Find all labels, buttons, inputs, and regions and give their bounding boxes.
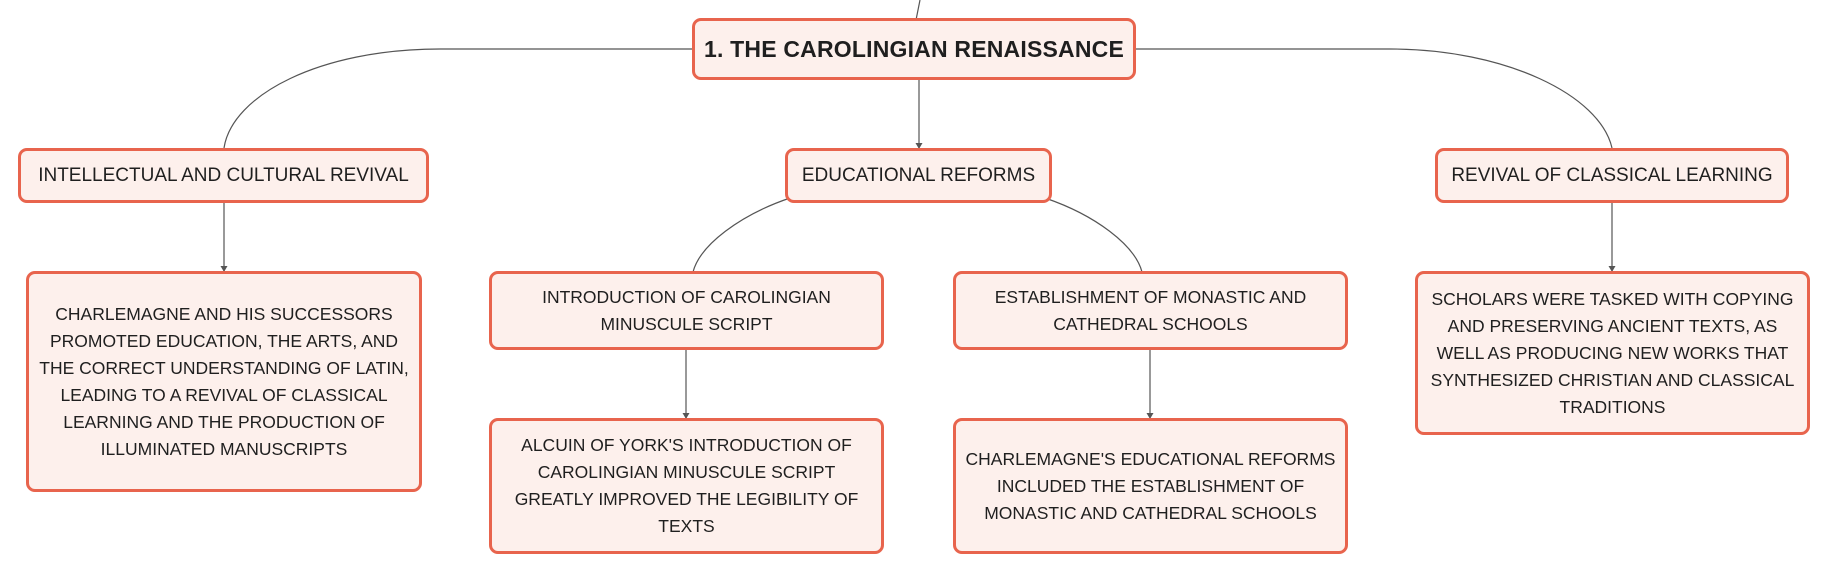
connector-center-sub1 (692, 197, 791, 273)
topic-label: EDUCATIONAL REFORMS (801, 164, 1036, 186)
detail-carolingian-minuscule[interactable]: ALCUIN OF YORK'S INTRODUCTION OF CAROLIN… (489, 418, 884, 554)
detail-monastic-cathedral-schools[interactable]: CHARLEMAGNE'S EDUCATIONAL REFORMS INCLUD… (953, 418, 1348, 554)
connector-center-sub2 (1044, 197, 1143, 273)
topic-educational-reforms[interactable]: EDUCATIONAL REFORMS (785, 148, 1052, 203)
detail-text: SCHOLARS WERE TASKED WITH COPYING AND PR… (1430, 288, 1795, 417)
connector-root-left (223, 48, 692, 149)
topic-label: REVIVAL OF CLASSICAL LEARNING (1451, 164, 1773, 186)
topic-label: INTELLECTUAL AND CULTURAL REVIVAL (38, 164, 409, 186)
subtopic-monastic-cathedral-schools[interactable]: ESTABLISHMENT OF MONASTIC AND CATHEDRAL … (953, 271, 1348, 350)
connector-root-parent (915, 0, 921, 21)
subtopic-label: INTRODUCTION OF CAROLINGIAN MINUSCULE SC… (542, 286, 831, 334)
arrowhead-left-detail (220, 266, 228, 272)
detail-text: CHARLEMAGNE'S EDUCATIONAL REFORMS INCLUD… (965, 448, 1336, 523)
arrowhead-sub1-detail (682, 413, 690, 419)
arrowhead-right-detail (1608, 266, 1616, 272)
topic-intellectual-cultural-revival[interactable]: INTELLECTUAL AND CULTURAL REVIVAL (18, 148, 429, 203)
root-node-label: 1. THE CAROLINGIAN RENAISSANCE (703, 35, 1125, 62)
detail-text: ALCUIN OF YORK'S INTRODUCTION OF CAROLIN… (514, 435, 859, 536)
topic-revival-classical-learning[interactable]: REVIVAL OF CLASSICAL LEARNING (1435, 148, 1789, 203)
subtopic-carolingian-minuscule[interactable]: INTRODUCTION OF CAROLINGIAN MINUSCULE SC… (489, 271, 884, 350)
detail-intellectual-cultural-revival[interactable]: CHARLEMAGNE AND HIS SUCCESSORS PROMOTED … (26, 271, 422, 492)
detail-text: CHARLEMAGNE AND HIS SUCCESSORS PROMOTED … (39, 303, 409, 459)
detail-revival-classical-learning[interactable]: SCHOLARS WERE TASKED WITH COPYING AND PR… (1415, 271, 1810, 435)
subtopic-label: ESTABLISHMENT OF MONASTIC AND CATHEDRAL … (994, 286, 1307, 334)
root-node[interactable]: 1. THE CAROLINGIAN RENAISSANCE (692, 18, 1136, 80)
connector-root-right (1135, 48, 1613, 149)
arrowhead-sub2-detail (1146, 413, 1154, 419)
arrowhead-center (915, 143, 923, 149)
